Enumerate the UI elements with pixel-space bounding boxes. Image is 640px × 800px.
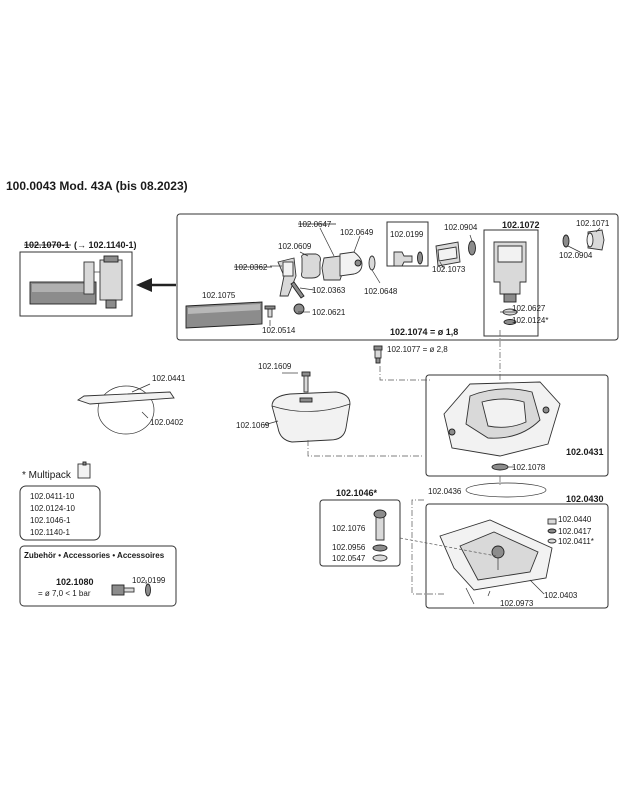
label-0430: 102.0430 bbox=[566, 494, 604, 504]
accessory-note: = ø 7,0 < 1 bar bbox=[38, 589, 91, 598]
multipack-item-1: 102.0124-10 bbox=[30, 504, 75, 513]
label-0904a: 102.0904 bbox=[444, 223, 478, 232]
cover-assembly bbox=[263, 371, 351, 443]
diagram-title: 100.0043 Mod. 43A (bis 08.2023) bbox=[6, 179, 188, 193]
label-0402: 102.0402 bbox=[150, 418, 184, 427]
label-0648: 102.0648 bbox=[364, 287, 398, 296]
label-0363: 102.0363 bbox=[312, 286, 346, 295]
multipack-item-0: 102.0411-10 bbox=[30, 492, 75, 501]
oring-0124 bbox=[503, 319, 517, 325]
kit-1046-box bbox=[319, 499, 401, 567]
hook-0973 bbox=[465, 587, 475, 605]
washer-0904a bbox=[468, 240, 476, 256]
washer-1078 bbox=[491, 463, 509, 471]
accessory-jet-1080 bbox=[111, 584, 125, 596]
label-1078: 102.1078 bbox=[512, 463, 546, 472]
label-0362: 102.0362 bbox=[234, 263, 268, 272]
label-0621: 102.0621 bbox=[312, 308, 346, 317]
accessory-part: 102.1080 bbox=[56, 577, 94, 587]
replacement-arm bbox=[83, 261, 95, 295]
accessory-sub-part: 102.0199 bbox=[132, 576, 166, 585]
kit-item-2: 102.0547 bbox=[332, 554, 366, 563]
replacement-body bbox=[99, 259, 123, 301]
accessories-box bbox=[19, 545, 177, 607]
replacement-arrow bbox=[136, 278, 176, 292]
clip-0441 bbox=[76, 391, 175, 405]
valve-1072-box bbox=[483, 229, 539, 337]
cover-1069 bbox=[271, 391, 351, 443]
valve-labels: 102.0647 102.0649 102.0199 102.0904 102.… bbox=[202, 219, 610, 337]
oring-0436 bbox=[465, 482, 547, 498]
kit-title: 102.1046* bbox=[336, 488, 378, 498]
base-box bbox=[425, 503, 609, 609]
label-0436: 102.0436 bbox=[428, 487, 462, 496]
cap-0609 bbox=[301, 253, 321, 279]
kit-item-1: 102.0956 bbox=[332, 543, 366, 552]
label-0124: 102.0124* bbox=[512, 316, 548, 325]
label-0431: 102.0431 bbox=[566, 447, 604, 457]
kit-item-0: 102.1076 bbox=[332, 524, 366, 533]
valve-0199-box bbox=[386, 221, 429, 267]
multipack-item-3: 102.1140-1 bbox=[30, 528, 70, 537]
label-0411: 102.0411* bbox=[558, 537, 594, 546]
label-1069: 102.1069 bbox=[236, 421, 270, 430]
label-1072: 102.1072 bbox=[502, 220, 540, 230]
label-0627: 102.0627 bbox=[512, 304, 546, 313]
jet-0199 bbox=[393, 251, 413, 267]
cap-0440 bbox=[547, 518, 557, 525]
label-0441: 102.0441 bbox=[152, 374, 186, 383]
screw-0514 bbox=[267, 308, 273, 318]
multipack-item-2: 102.1046-1 bbox=[30, 516, 71, 525]
spring-ring-assembly bbox=[76, 383, 175, 435]
label-1073: 102.1073 bbox=[432, 265, 466, 274]
multipack-title: * Multipack bbox=[22, 470, 72, 481]
assembly-lines bbox=[307, 330, 501, 595]
label-0417: 102.0417 bbox=[558, 527, 592, 536]
washer-0904b bbox=[562, 234, 570, 248]
label-0649: 102.0649 bbox=[340, 228, 374, 237]
label-0440: 102.0440 bbox=[558, 515, 592, 524]
valve-assembly-box bbox=[176, 213, 619, 341]
lever-0411 bbox=[491, 545, 505, 559]
label-0973: 102.0973 bbox=[500, 599, 534, 608]
label-1075: 102.1075 bbox=[202, 291, 236, 300]
label-0403: 102.0403 bbox=[544, 591, 578, 600]
body-0649 bbox=[339, 251, 363, 277]
washer-0417 bbox=[547, 528, 557, 534]
replacement-valve-box: 102.1070-1 (→ 102.1140-1) bbox=[19, 240, 137, 317]
nut-0621 bbox=[293, 303, 305, 315]
bowl-box bbox=[425, 374, 609, 477]
label-1609: 102.1609 bbox=[258, 362, 292, 371]
ring-0402 bbox=[97, 385, 155, 435]
label-1077: 102.1077 = ø 2,8 bbox=[387, 345, 448, 354]
washer-0956 bbox=[372, 544, 388, 552]
label-0514: 102.0514 bbox=[262, 326, 296, 335]
multipack-box-icon bbox=[77, 463, 91, 479]
new-valve-number: (→ 102.1140-1) bbox=[74, 240, 137, 250]
label-0904b: 102.0904 bbox=[559, 251, 593, 260]
jet-1077 bbox=[373, 345, 383, 364]
label-0609: 102.0609 bbox=[278, 242, 312, 251]
accessories-title: Zubehör • Accessories • Accessoires bbox=[24, 551, 165, 560]
seal-0547 bbox=[372, 554, 388, 562]
label-0199: 102.0199 bbox=[390, 230, 424, 239]
pin-0363 bbox=[290, 281, 305, 299]
label-1074: 102.1074 = ø 1,8 bbox=[390, 327, 458, 337]
label-1071: 102.1071 bbox=[576, 219, 610, 228]
label-0647: 102.0647 bbox=[298, 220, 332, 229]
multipack bbox=[19, 461, 101, 541]
washer-0648 bbox=[368, 255, 376, 271]
accessory-washer-0199 bbox=[145, 583, 151, 597]
